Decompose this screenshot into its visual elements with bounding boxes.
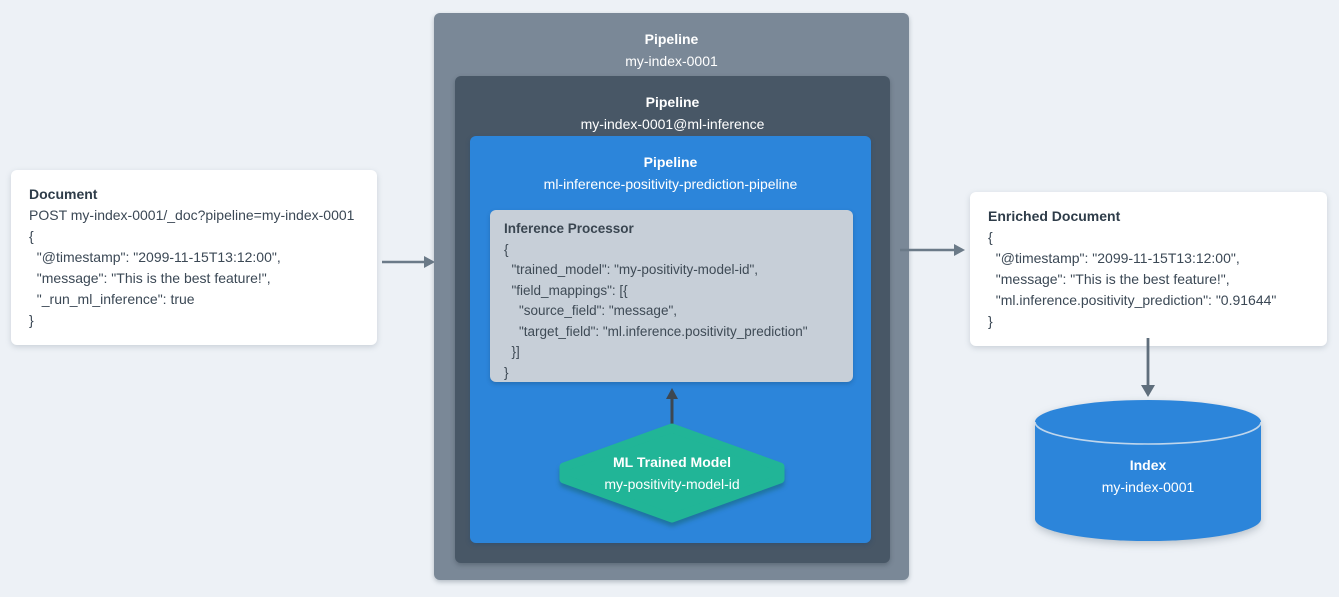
enriched-document-card: Enriched Document { "@timestamp": "2099-… bbox=[970, 192, 1327, 346]
hexagon-shape-icon bbox=[559, 423, 785, 523]
ml-trained-model-hexagon: ML Trained Model my-positivity-model-id bbox=[558, 423, 786, 523]
index-name: my-index-0001 bbox=[1101, 479, 1195, 495]
flow-arrow-right-icon bbox=[900, 244, 965, 256]
pipeline-ml-inference-header: Pipeline my-index-0001@ml-inference bbox=[455, 76, 890, 135]
pipeline-prediction-title: Pipeline bbox=[643, 154, 698, 170]
pipeline-ml-inference-title: Pipeline bbox=[645, 94, 700, 110]
cylinder-shape-icon bbox=[1034, 400, 1262, 541]
model-arrow-up-icon bbox=[666, 388, 678, 424]
pipeline-prediction-header: Pipeline ml-inference-positivity-predict… bbox=[470, 136, 871, 195]
inference-processor-title: Inference Processor bbox=[504, 221, 634, 236]
ml-trained-model-name: my-positivity-model-id bbox=[604, 476, 740, 492]
ml-trained-model-label: ML Trained Model my-positivity-model-id bbox=[558, 423, 786, 523]
input-document-body: POST my-index-0001/_doc?pipeline=my-inde… bbox=[29, 207, 355, 328]
ml-trained-model-title: ML Trained Model bbox=[613, 454, 731, 470]
pipeline-ml-inference-name: my-index-0001@ml-inference bbox=[580, 116, 765, 132]
inference-processor-card: Inference Processor { "trained_model": "… bbox=[490, 210, 853, 382]
inference-processor-body: { "trained_model": "my-positivity-model-… bbox=[504, 241, 808, 380]
index-label: Index my-index-0001 bbox=[1033, 426, 1263, 526]
index-cylinder: Index my-index-0001 bbox=[1033, 398, 1263, 543]
enriched-document-body: { "@timestamp": "2099-11-15T13:12:00", "… bbox=[988, 229, 1277, 329]
index-title: Index bbox=[1129, 457, 1167, 473]
index-arrow-down-icon bbox=[1141, 338, 1155, 397]
input-document-card: Document POST my-index-0001/_doc?pipelin… bbox=[11, 170, 377, 345]
input-document-title: Document bbox=[29, 186, 98, 202]
pipeline-outer-title: Pipeline bbox=[644, 31, 699, 47]
enriched-document-title: Enriched Document bbox=[988, 208, 1121, 224]
pipeline-outer-header: Pipeline my-index-0001 bbox=[434, 13, 909, 72]
flow-arrow-right-icon bbox=[382, 256, 435, 268]
pipeline-outer-name: my-index-0001 bbox=[625, 53, 718, 69]
pipeline-prediction-name: ml-inference-positivity-prediction-pipel… bbox=[543, 176, 798, 192]
